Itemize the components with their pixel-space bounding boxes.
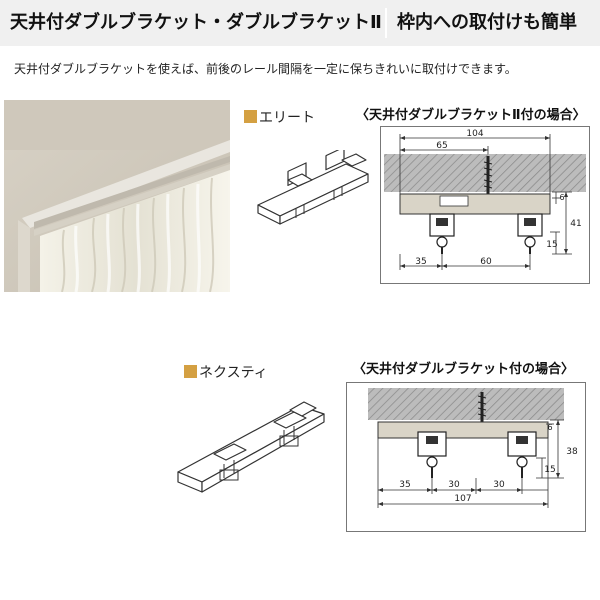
dim-104: 104: [466, 129, 483, 139]
square-bullet-icon: [244, 110, 257, 123]
curtain-photo: [4, 100, 230, 292]
dim-107: 107: [454, 494, 471, 504]
elite-label: エリート: [244, 107, 315, 127]
rail-runner-left: [429, 213, 455, 254]
rail-runner-right: [507, 431, 537, 478]
rail-runner-left: [417, 431, 447, 478]
dim-38: 38: [566, 447, 578, 457]
dim-30b: 30: [493, 480, 505, 490]
nexty-bracket-illustration: [177, 401, 325, 493]
elite-label-text: エリート: [259, 110, 315, 126]
elite-bracket-illustration: [257, 150, 369, 225]
dim-60: 60: [480, 257, 492, 267]
nexty-label-text: ネクスティ: [199, 365, 268, 381]
page-title: 天井付ダブルブラケット・ダブルブラケットⅡ: [10, 12, 382, 33]
dim-41: 41: [570, 219, 581, 229]
nexty-dimension-diagram: 35 30 30 107 38 15 6: [346, 382, 586, 532]
elite-dimension-diagram: 104 65 35 60 41 15 6: [380, 126, 590, 284]
description-text: 天井付ダブルブラケットを使えば、前後のレール間隔を一定に保ちきれいに取付けできま…: [14, 62, 517, 76]
dim-15: 15: [544, 465, 555, 475]
header-bar: [0, 0, 600, 46]
dim-15: 15: [546, 240, 557, 250]
dim-6: 6: [547, 423, 552, 432]
dim-6: 6: [559, 193, 564, 202]
ceiling-hatch: [368, 388, 564, 420]
square-bullet-icon: [184, 365, 197, 378]
elite-diagram-title: 〈天井付ダブルブラケットⅡ付の場合〉: [356, 108, 586, 123]
rail-runner-right: [517, 213, 543, 254]
dim-35: 35: [415, 257, 426, 267]
dim-30a: 30: [448, 480, 460, 490]
header-divider: [385, 8, 387, 38]
ceiling-hatch: [384, 154, 586, 192]
page-subtitle: 枠内への取付けも簡単: [397, 12, 577, 33]
nexty-label: ネクスティ: [184, 362, 268, 382]
dim-35: 35: [399, 480, 410, 490]
dim-65: 65: [436, 141, 447, 151]
nexty-diagram-title: 〈天井付ダブルブラケット付の場合〉: [353, 362, 575, 377]
